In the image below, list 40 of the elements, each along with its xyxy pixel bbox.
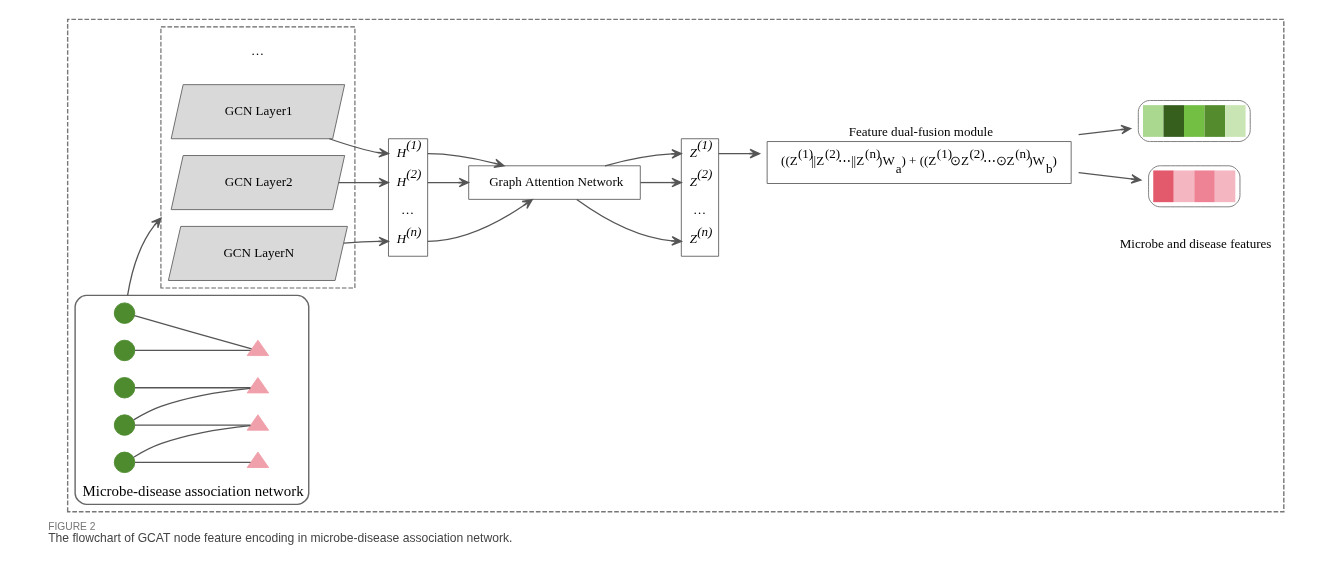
node-box: Graph Attention Network [467,165,641,200]
arrow [1077,124,1131,136]
node-label: Feature dual-fusion module [848,124,993,140]
node-circle [113,377,135,399]
node-triangle [246,377,269,394]
cluster [66,18,1284,513]
arrow [337,177,389,188]
label: … [250,42,264,58]
node-circle [113,414,135,436]
node-bar [1147,165,1240,208]
node-circle [113,451,135,474]
arrow [717,148,760,159]
arrow [342,236,389,247]
arrow [575,198,682,246]
arrow [426,177,469,188]
arrow [426,153,505,169]
connector [132,425,251,458]
node-circle [113,339,135,362]
connector [133,315,252,350]
connector [133,424,251,426]
node-triangle [246,414,269,431]
arrow [126,217,162,297]
label: Microbe and disease features [1119,235,1271,251]
caption: The flowchart of GCAT node feature encoding in microbe-disease association network. [47,531,512,546]
node-triangle [246,339,269,357]
arrow [639,177,682,188]
node-triangle [246,451,269,468]
node-bar [1137,100,1251,142]
arrow [603,149,682,167]
connector [133,349,251,352]
diagram-title: FIGURE 2 [47,521,95,533]
node-circle [113,302,135,324]
connector [133,461,251,463]
connector [132,387,251,421]
cluster [159,26,355,289]
cluster: Microbe-disease association network [73,294,309,506]
connector [133,387,251,389]
arrow [426,198,533,242]
arrow [1077,171,1141,184]
arrow [328,138,389,158]
